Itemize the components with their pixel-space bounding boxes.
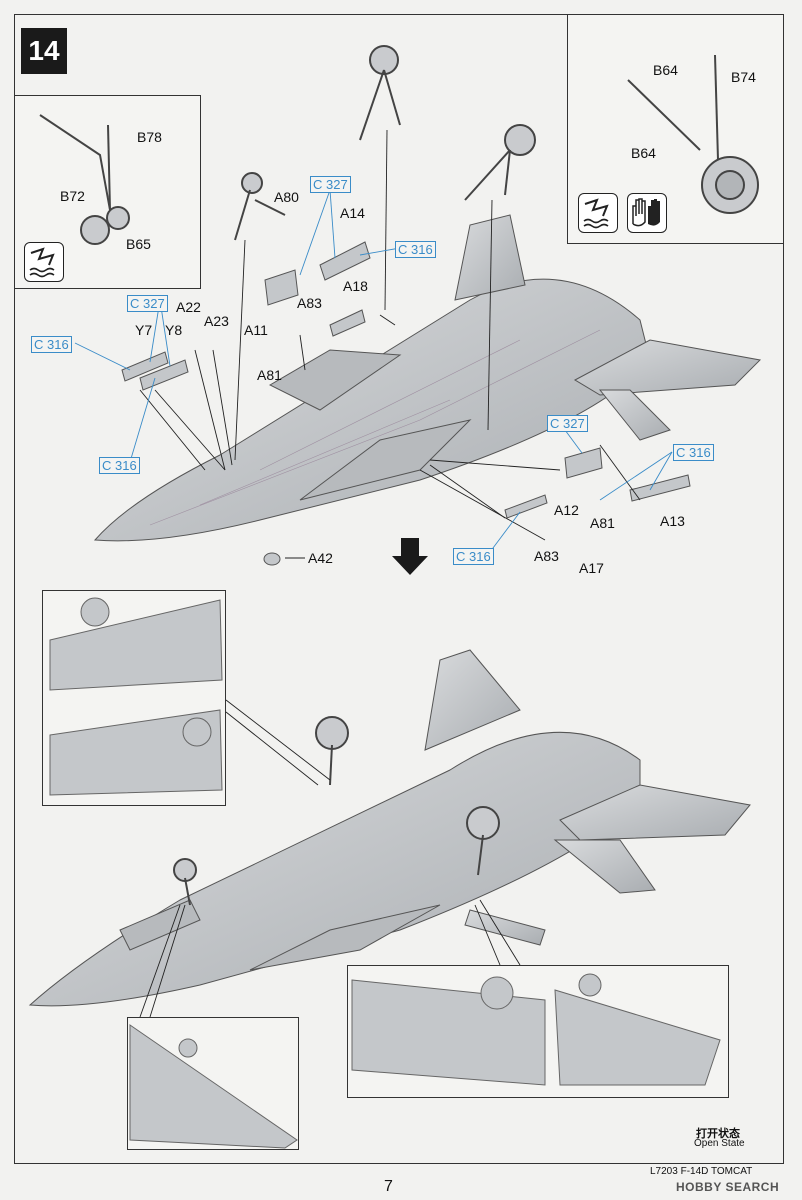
label-B64-top: B64 bbox=[653, 62, 678, 78]
cement-label: C 316 bbox=[673, 444, 714, 461]
label-A83-upper: A83 bbox=[297, 295, 322, 311]
hands-icon bbox=[627, 193, 667, 233]
inset-nose-gear-art bbox=[39, 114, 130, 245]
label-A23: A23 bbox=[204, 313, 229, 329]
nose-gear-upper bbox=[359, 45, 401, 141]
label-A12: A12 bbox=[554, 502, 579, 518]
cement-label: C 316 bbox=[31, 336, 72, 353]
cement-label: C 327 bbox=[547, 415, 588, 432]
aircraft-lower bbox=[28, 649, 751, 1007]
open-state-cn: 打开状态 bbox=[696, 1128, 740, 1140]
label-B65: B65 bbox=[126, 236, 151, 252]
cement-label: C 316 bbox=[453, 548, 494, 565]
open-state-en: Open State bbox=[694, 1138, 745, 1149]
step-number-badge: 14 bbox=[21, 28, 67, 74]
label-A13: A13 bbox=[660, 513, 685, 529]
arrow-down-icon bbox=[392, 538, 428, 575]
label-A81-lower: A81 bbox=[590, 515, 615, 531]
page-frame bbox=[14, 14, 784, 1164]
label-A18: A18 bbox=[343, 278, 368, 294]
left-gear-upper bbox=[234, 172, 286, 241]
detail-art bbox=[49, 597, 721, 1149]
cement-label: C 327 bbox=[310, 176, 351, 193]
cement-label: C 327 bbox=[127, 295, 168, 312]
kit-code: L7203 F-14D TOMCAT bbox=[650, 1166, 753, 1177]
label-A14: A14 bbox=[340, 205, 365, 221]
cement-label: C 316 bbox=[395, 241, 436, 258]
label-B74: B74 bbox=[731, 69, 756, 85]
label-A80: A80 bbox=[274, 189, 299, 205]
label-B78: B78 bbox=[137, 129, 162, 145]
label-A83-lower: A83 bbox=[534, 548, 559, 564]
label-B72: B72 bbox=[60, 188, 85, 204]
lower-gears bbox=[173, 716, 500, 906]
label-A17: A17 bbox=[579, 560, 604, 576]
label-A22: A22 bbox=[176, 299, 201, 315]
label-Y8: Y8 bbox=[165, 322, 183, 338]
main-gear-upper bbox=[464, 124, 536, 201]
cement-label: C 316 bbox=[99, 457, 140, 474]
loose-parts bbox=[121, 241, 691, 566]
label-Y7: Y7 bbox=[135, 322, 153, 338]
label-B64-bottom: B64 bbox=[631, 145, 656, 161]
cement-water-icon-2 bbox=[578, 193, 618, 233]
label-A11: A11 bbox=[244, 322, 268, 338]
label-A42: A42 bbox=[308, 550, 333, 566]
label-A81-upper: A81 bbox=[257, 367, 282, 383]
cement-water-icon bbox=[24, 242, 64, 282]
page-number: 7 bbox=[384, 1178, 393, 1195]
watermark-brand: HOBBY SEARCH bbox=[676, 1180, 780, 1194]
inset-main-gear-art bbox=[627, 54, 759, 214]
